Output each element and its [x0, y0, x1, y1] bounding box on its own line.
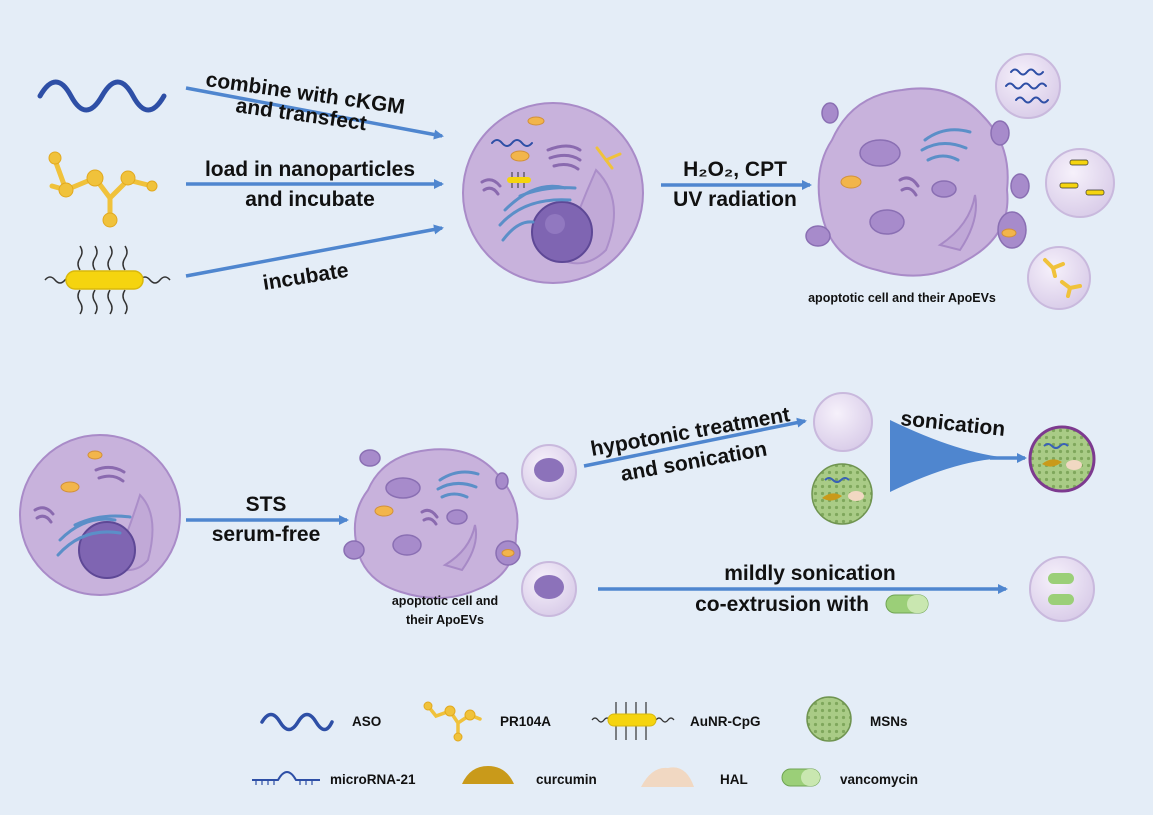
legend-pr104a-icon	[423, 701, 482, 742]
caption-bottom-1: apoptotic cell and	[392, 594, 498, 608]
arrow-incubate	[185, 224, 444, 278]
pr104a-input-icon	[48, 151, 158, 228]
label-sts: STS	[246, 493, 287, 516]
legend-hal-icon	[641, 767, 694, 787]
legend-hal-label: HAL	[720, 772, 748, 787]
vancomycin-vesicle	[1029, 556, 1095, 622]
caption-top: apoptotic cell and their ApoEVs	[808, 291, 996, 305]
loaded-cell	[462, 102, 644, 284]
legend-aunr-cpg-icon	[591, 702, 675, 740]
vancomycin-inline-icon	[885, 594, 929, 614]
label-coextrusion: co-extrusion with	[695, 593, 869, 616]
legend-vancomycin-icon	[781, 768, 821, 787]
apoev-pr104a	[1027, 246, 1091, 310]
legend-aso-icon	[260, 712, 334, 732]
apoptotic-cell-bottom	[343, 448, 521, 600]
aso-input-icon	[37, 79, 167, 113]
apoev-aso	[995, 53, 1061, 119]
label-incubate: incubate	[261, 259, 350, 295]
label-serum-free: serum-free	[212, 523, 321, 546]
empty-vesicle	[813, 392, 873, 452]
legend-curcumin-icon	[462, 766, 514, 784]
legend-aso-label: ASO	[352, 714, 381, 729]
caption-bottom-2: their ApoEVs	[406, 613, 484, 627]
legend-microrna-label: microRNA-21	[330, 772, 416, 787]
legend-pr104a-label: PR104A	[500, 714, 551, 729]
label-load-incubate: and incubate	[245, 188, 375, 211]
healthy-cell-bottom	[19, 434, 181, 596]
apoev-bottom-upper	[521, 444, 577, 500]
label-mild: mildly sonication	[724, 562, 896, 585]
legend-aunr-cpg-label: AuNR-CpG	[690, 714, 761, 729]
apoev-aunr	[1045, 148, 1115, 218]
legend-microrna-icon	[252, 771, 320, 785]
arrow-hypotonic	[583, 417, 807, 468]
legend-vancomycin-label: vancomycin	[840, 772, 918, 787]
arrow-combine	[185, 86, 444, 140]
label-h2o2-cpt: H₂O₂, CPT	[683, 158, 787, 181]
hybrid-vesicle	[1028, 425, 1096, 493]
legend-curcumin-label: curcumin	[536, 772, 597, 787]
aunr-cpg-input-icon	[44, 245, 171, 315]
apoev-bottom-lower	[521, 561, 577, 617]
label-uv-radiation: UV radiation	[673, 188, 797, 211]
label-load: load in nanoparticles	[205, 158, 415, 181]
sonication-horn	[890, 420, 1010, 492]
legend-msns-label: MSNs	[870, 714, 908, 729]
legend-msns-icon	[806, 696, 852, 742]
apoptotic-cell-top	[805, 87, 1030, 277]
loaded-msns	[811, 463, 873, 525]
